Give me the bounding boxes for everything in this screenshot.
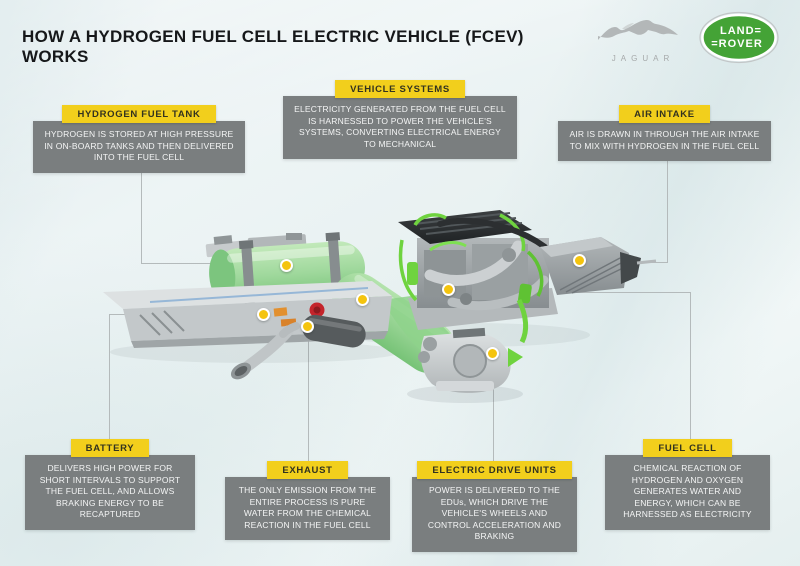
callout-battery-body: DELIVERS HIGH POWER FOR SHORT INTERVALS … — [25, 455, 195, 530]
jaguar-leaper-icon — [598, 19, 678, 40]
callout-vehicle-systems-body: ELECTRICITY GENERATED FROM THE FUEL CELL… — [283, 96, 517, 159]
callout-air-intake-body: AIR IS DRAWN IN THROUGH THE AIR INTAKE T… — [558, 121, 771, 161]
callout-vehicle-systems: VEHICLE SYSTEMS ELECTRICITY GENERATED FR… — [283, 79, 517, 159]
connector-hydrogen-vertical — [141, 173, 142, 263]
land-rover-text-line2: =ROVER — [711, 38, 763, 50]
connector-exhaust-vertical — [308, 333, 309, 462]
connector-hydrogen-horizontal — [141, 263, 229, 264]
callout-electric-drive-units-title: ELECTRIC DRIVE UNITS — [417, 461, 572, 479]
fuel-cell-stack-shape — [398, 210, 558, 344]
jaguar-wordmark: JAGUAR — [611, 54, 675, 63]
connector-battery-vertical — [109, 314, 110, 440]
land-rover-text-line1: LAND= — [720, 25, 762, 37]
marker-electric-drive-units — [486, 347, 499, 360]
callout-exhaust: EXHAUST THE ONLY EMISSION FROM THE ENTIR… — [225, 460, 390, 540]
hydrogen-tank-2-shape — [332, 273, 456, 374]
callout-vehicle-systems-title: VEHICLE SYSTEMS — [335, 80, 465, 98]
connector-air-intake-horizontal — [618, 262, 668, 263]
callout-hydrogen-fuel-tank: HYDROGEN FUEL TANK HYDROGEN IS STORED AT… — [33, 104, 245, 173]
marker-vehicle-systems — [356, 293, 369, 306]
air-intake-shape — [437, 217, 657, 295]
marker-exhaust — [301, 320, 314, 333]
callout-air-intake: AIR INTAKE AIR IS DRAWN IN THROUGH THE A… — [558, 104, 771, 161]
callout-electric-drive-units: ELECTRIC DRIVE UNITS POWER IS DELIVERED … — [412, 460, 577, 552]
callout-battery: BATTERY DELIVERS HIGH POWER FOR SHORT IN… — [25, 438, 195, 530]
exhaust-shape — [230, 314, 366, 380]
callout-hydrogen-fuel-tank-body: HYDROGEN IS STORED AT HIGH PRESSURE IN O… — [33, 121, 245, 173]
land-rover-oval-icon: LAND= =ROVER — [699, 11, 779, 64]
connector-battery-horizontal — [109, 314, 221, 315]
connector-fuel-cell-vertical — [690, 292, 691, 440]
jaguar-logo: JAGUAR — [594, 14, 692, 64]
callout-exhaust-body: THE ONLY EMISSION FROM THE ENTIRE PROCES… — [225, 477, 390, 540]
callout-air-intake-title: AIR INTAKE — [619, 105, 710, 123]
marker-hydrogen-fuel-tank — [280, 259, 293, 272]
marker-fuel-cell — [442, 283, 455, 296]
page-title: HOW A HYDROGEN FUEL CELL ELECTRIC VEHICL… — [22, 27, 524, 66]
callout-electric-drive-units-body: POWER IS DELIVERED TO THE EDUs, WHICH DR… — [412, 477, 577, 552]
callout-fuel-cell-body: CHEMICAL REACTION OF HYDROGEN AND OXYGEN… — [605, 455, 770, 530]
callout-fuel-cell: FUEL CELL CHEMICAL REACTION OF HYDROGEN … — [605, 438, 770, 530]
callout-hydrogen-fuel-tank-title: HYDROGEN FUEL TANK — [62, 105, 216, 123]
land-rover-logo: LAND= =ROVER — [699, 11, 779, 64]
connector-air-intake-vertical — [667, 161, 668, 262]
callout-exhaust-title: EXHAUST — [267, 461, 348, 479]
callout-fuel-cell-title: FUEL CELL — [643, 439, 732, 457]
connector-fuel-cell-horizontal — [557, 292, 690, 293]
edu-shape — [418, 327, 523, 393]
connector-edu-vertical — [493, 360, 494, 462]
marker-air-intake — [573, 254, 586, 267]
marker-battery — [257, 308, 270, 321]
callout-battery-title: BATTERY — [70, 439, 150, 457]
tank-bracket — [205, 233, 307, 258]
